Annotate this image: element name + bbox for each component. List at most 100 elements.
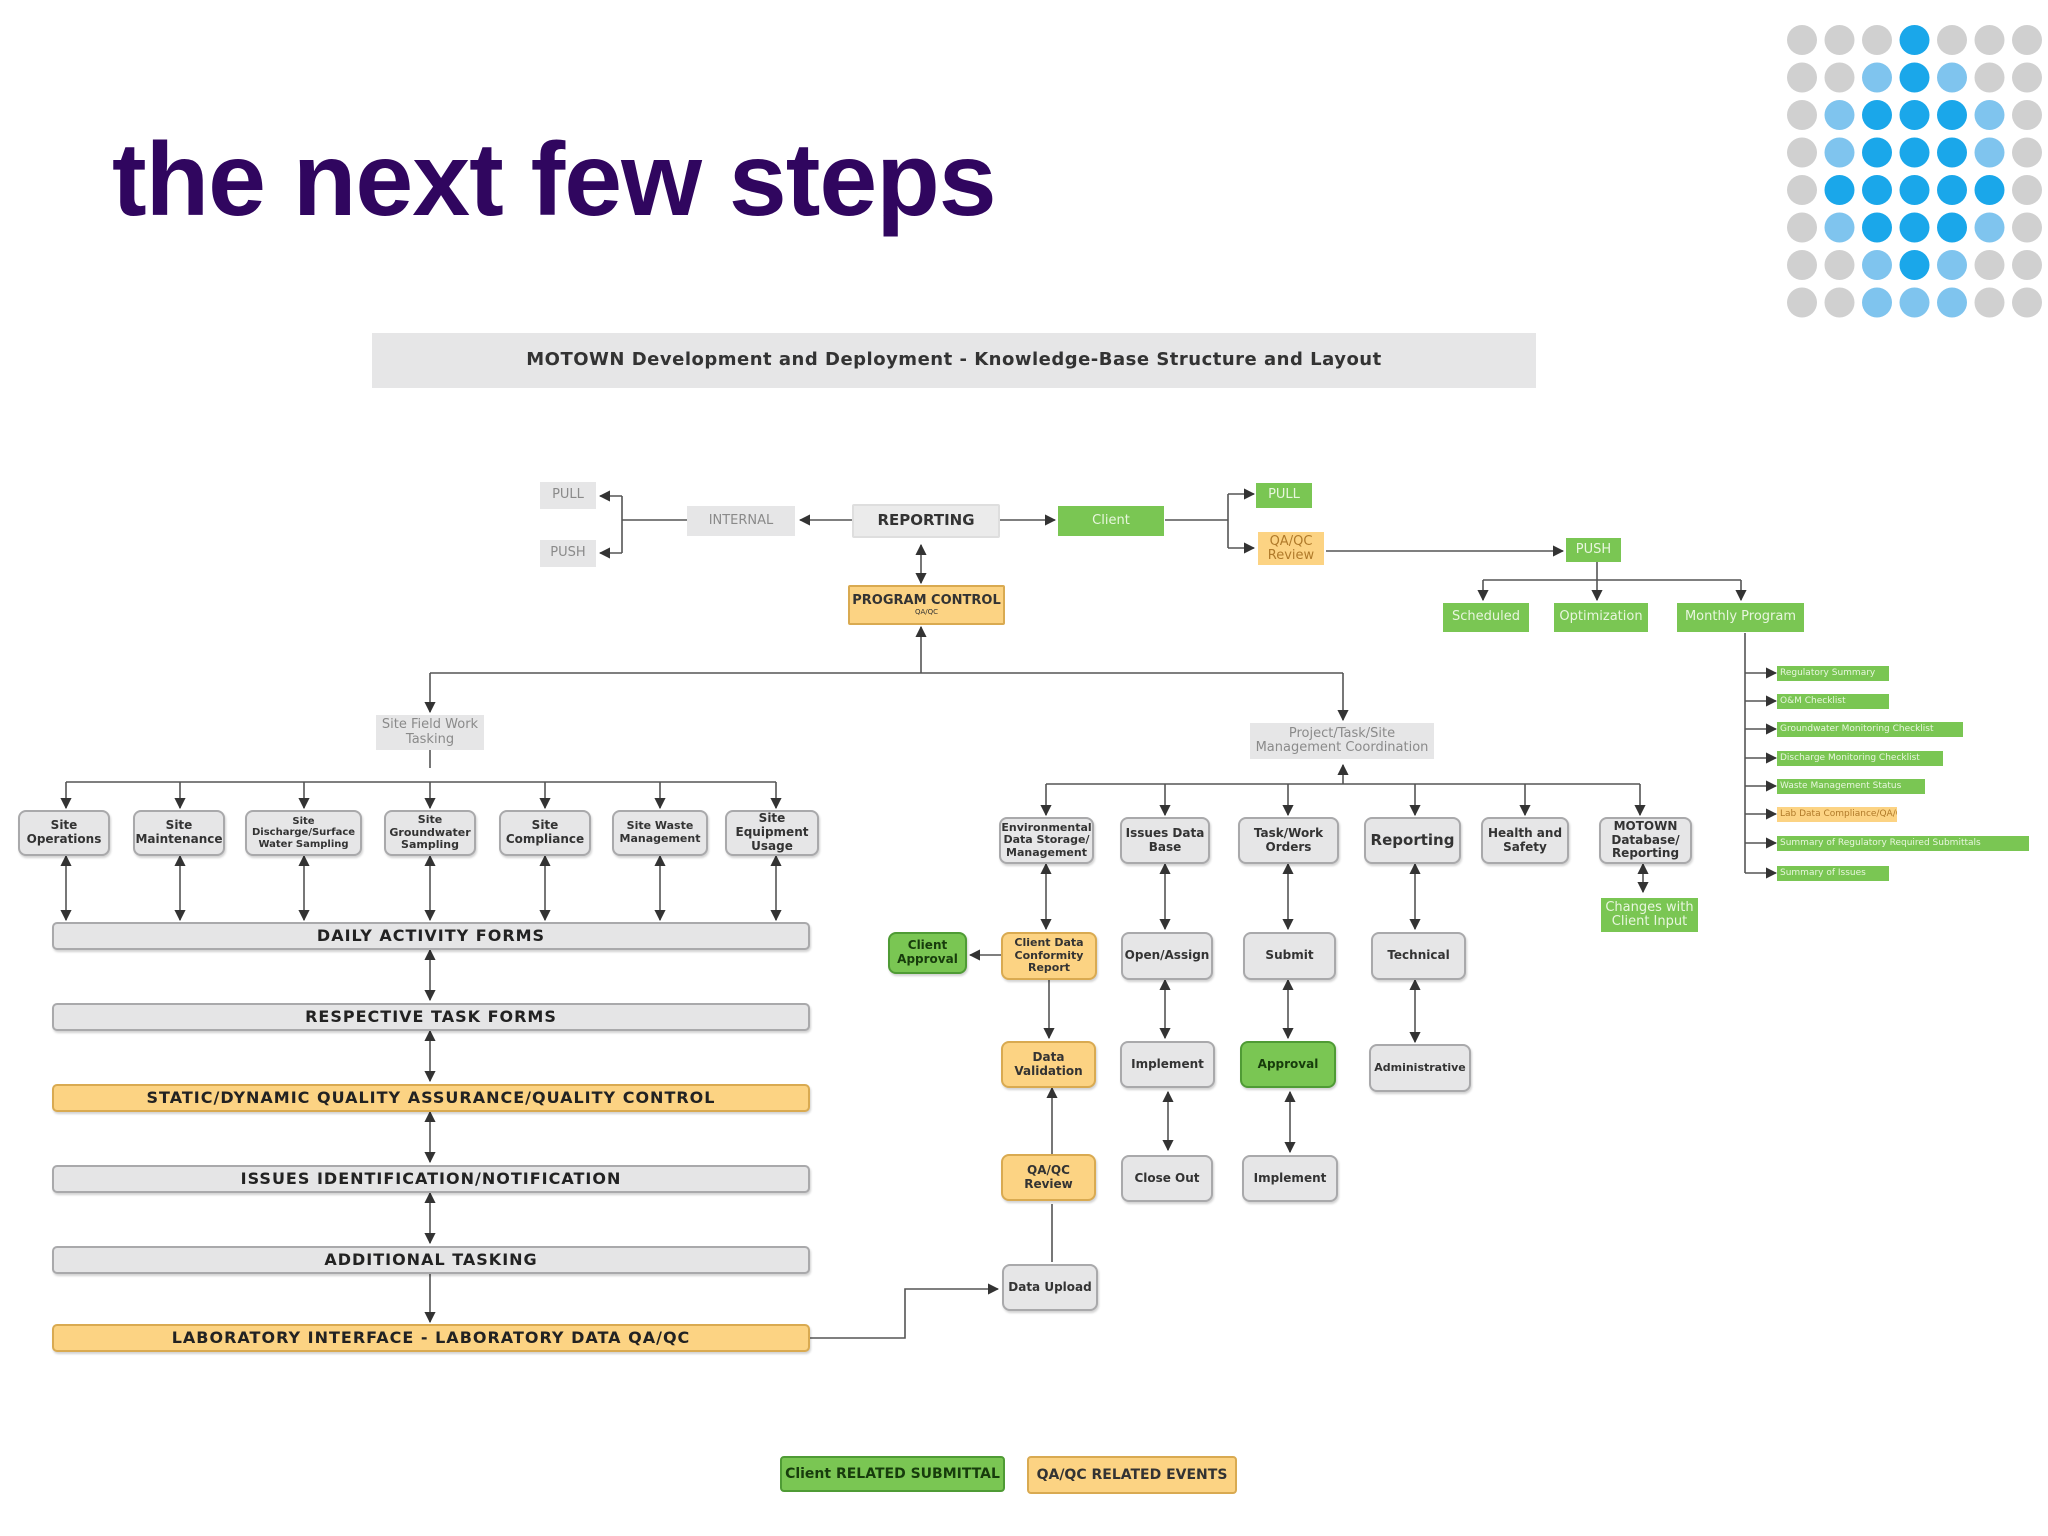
- monthly-item: Summary of Regulatory Required Submittal…: [1777, 836, 2029, 851]
- decorative-dot: [1824, 212, 1855, 243]
- legend-client-submittal: Client RELATED SUBMITTAL: [780, 1456, 1005, 1492]
- decorative-dot: [1937, 25, 1967, 55]
- decorative-dot: [2012, 100, 2042, 130]
- site-field-work-box: Site Field Work Tasking: [376, 715, 484, 750]
- program-control-sublabel: QA/QC: [914, 608, 939, 617]
- decorative-dot: [1899, 175, 1930, 205]
- daily-activity-forms-bar: DAILY ACTIVITY FORMS: [52, 922, 810, 950]
- issues-database-box: Issues Data Base: [1120, 817, 1210, 864]
- quality-control-bar: STATIC/DYNAMIC QUALITY ASSURANCE/QUALITY…: [52, 1084, 810, 1112]
- implement-box: Implement: [1242, 1155, 1338, 1202]
- decorative-dot: [1824, 25, 1855, 55]
- decorative-dot: [1862, 175, 1892, 205]
- decorative-dot: [1974, 212, 2005, 243]
- monthly-item: Groundwater Monitoring Checklist: [1777, 722, 1963, 737]
- decorative-dot: [1937, 250, 1967, 280]
- diagram-header: MOTOWN Development and Deployment - Know…: [372, 333, 1536, 388]
- client-box: Client: [1058, 506, 1164, 536]
- site-box: Site Waste Management: [612, 810, 708, 856]
- decorative-dot: [1937, 175, 1967, 205]
- data-upload-box: Data Upload: [1002, 1264, 1098, 1311]
- decorative-dot: [2012, 175, 2042, 205]
- implement-box: Implement: [1120, 1041, 1215, 1088]
- changes-client-box: Changes with Client Input: [1601, 898, 1698, 932]
- monthly-item: Summary of Issues: [1777, 866, 1889, 881]
- approval-box: Approval: [1240, 1041, 1336, 1088]
- site-box: Site Equipment Usage: [725, 810, 819, 856]
- monthly-program-box: Monthly Program: [1677, 603, 1804, 632]
- decorative-dot: [1862, 62, 1892, 93]
- decorative-dot: [1937, 137, 1967, 168]
- qaqc-review-top-box: QA/QC Review: [1258, 532, 1324, 565]
- decorative-dot: [2012, 250, 2042, 280]
- decorative-dot: [1787, 287, 1817, 318]
- decorative-dot: [1824, 100, 1855, 130]
- reporting-right-box: Reporting: [1364, 817, 1461, 864]
- decorative-dot: [1824, 137, 1855, 168]
- administrative-box: Administrative: [1369, 1044, 1471, 1092]
- decorative-dot: [1824, 62, 1855, 93]
- decorative-dot: [1899, 137, 1930, 168]
- decorative-dot: [2012, 287, 2042, 318]
- monthly-item: O&M Checklist: [1777, 694, 1889, 709]
- reporting-box: REPORTING: [852, 504, 1000, 538]
- site-box: Site Groundwater Sampling: [384, 810, 476, 856]
- decorative-dot: [1974, 25, 2005, 55]
- site-box: Site Compliance: [499, 810, 591, 856]
- pull-left-box: PULL: [540, 482, 596, 509]
- decorative-dot: [1824, 287, 1855, 318]
- decorative-dot: [1862, 287, 1892, 318]
- decorative-dot: [1824, 250, 1855, 280]
- internal-box: INTERNAL: [687, 506, 795, 536]
- decorative-dot: [1899, 250, 1930, 280]
- decorative-dot: [1974, 250, 2005, 280]
- decorative-dot: [2012, 212, 2042, 243]
- decorative-dot: [1824, 175, 1855, 205]
- decorative-dot: [1974, 287, 2005, 318]
- site-box: Site Operations: [18, 810, 110, 856]
- scheduled-box: Scheduled: [1443, 603, 1529, 632]
- open-assign-box: Open/Assign: [1121, 932, 1213, 980]
- site-box: Site Discharge/Surface Water Sampling: [245, 810, 362, 856]
- environmental-data-box: Environmental Data Storage/ Management: [999, 817, 1094, 864]
- decorative-dot: [1974, 137, 2005, 168]
- push-left-box: PUSH: [540, 540, 596, 567]
- decorative-dot: [1974, 100, 2005, 130]
- monthly-item: Lab Data Compliance/QA/QC: [1777, 807, 1897, 822]
- close-out-box: Close Out: [1121, 1155, 1213, 1202]
- monthly-item: Waste Management Status: [1777, 779, 1925, 794]
- decorative-dot: [1787, 100, 1817, 130]
- decorative-dot: [1899, 212, 1930, 243]
- task-work-orders-box: Task/Work Orders: [1238, 817, 1339, 864]
- slide-title: the next few steps: [112, 122, 997, 238]
- decorative-dot: [1787, 25, 1817, 55]
- technical-box: Technical: [1371, 932, 1466, 980]
- decorative-dot: [1862, 137, 1892, 168]
- decorative-dot: [1937, 62, 1967, 93]
- decorative-dot: [1937, 212, 1967, 243]
- client-approval-box: Client Approval: [888, 932, 967, 974]
- decorative-dot-grid: [1787, 25, 2042, 318]
- decorative-dot: [1937, 100, 1967, 130]
- decorative-dot: [1862, 212, 1892, 243]
- motown-database-box: MOTOWN Database/ Reporting: [1599, 817, 1692, 864]
- decorative-dot: [1974, 62, 2005, 93]
- legend-qaqc-events: QA/QC RELATED EVENTS: [1027, 1456, 1237, 1494]
- monthly-item: Regulatory Summary: [1777, 666, 1889, 681]
- health-safety-box: Health and Safety: [1481, 817, 1569, 864]
- monthly-item: Discharge Monitoring Checklist: [1777, 751, 1943, 766]
- submit-box: Submit: [1243, 932, 1336, 980]
- data-validation-box: Data Validation: [1001, 1041, 1096, 1088]
- optimization-box: Optimization: [1554, 603, 1648, 632]
- decorative-dot: [1787, 137, 1817, 168]
- decorative-dot: [1899, 287, 1930, 318]
- push-right-box: PUSH: [1566, 538, 1621, 562]
- decorative-dot: [1862, 25, 1892, 55]
- decorative-dot: [1899, 25, 1930, 55]
- decorative-dot: [1787, 212, 1817, 243]
- decorative-dot: [1787, 250, 1817, 280]
- decorative-dot: [1899, 100, 1930, 130]
- site-box: Site Maintenance: [133, 810, 225, 856]
- client-data-conformity-box: Client Data Conformity Report: [1001, 932, 1097, 980]
